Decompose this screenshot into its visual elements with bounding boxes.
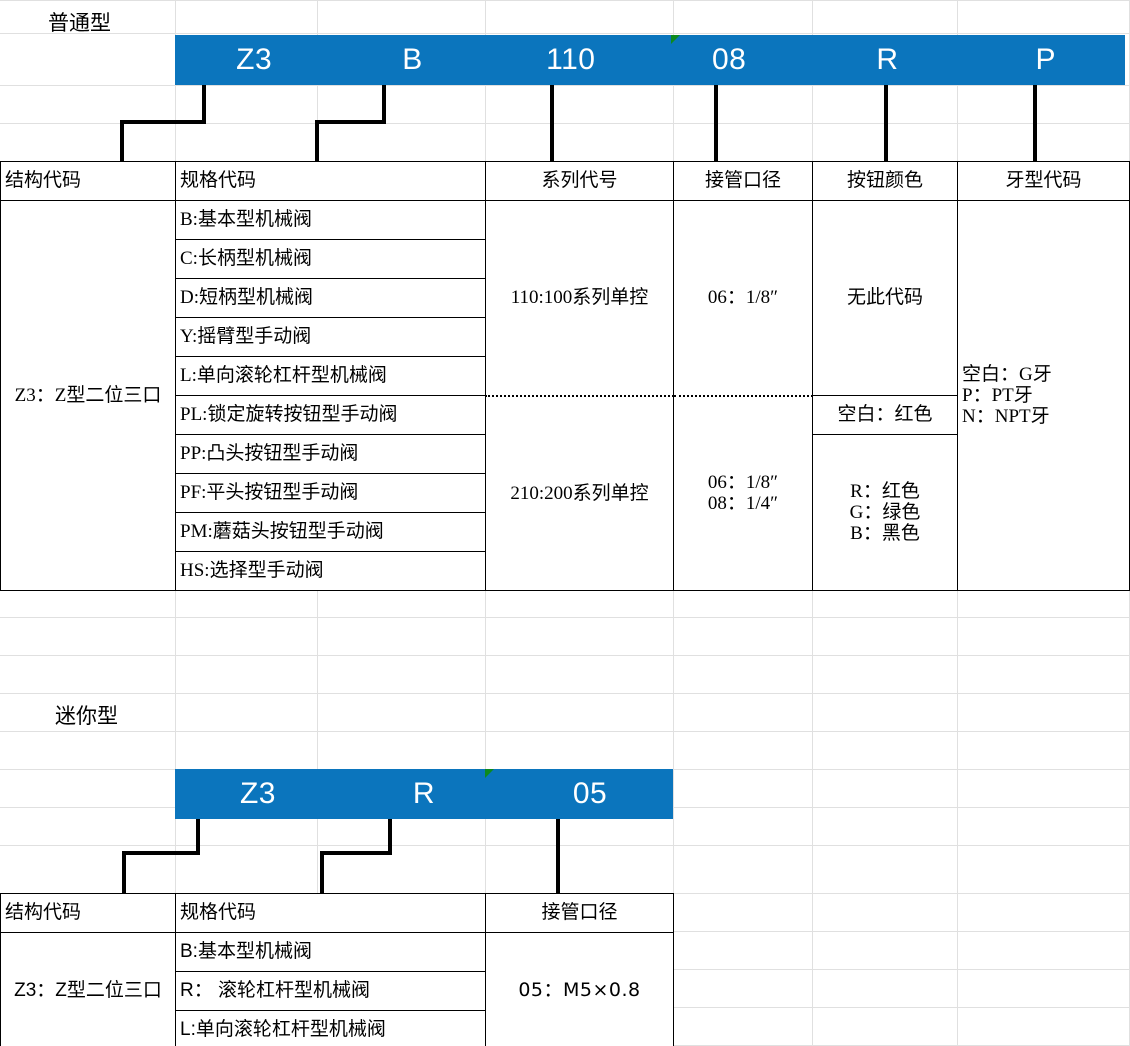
header-thread-code: 牙型代码 (957, 161, 1130, 201)
header-port-size: 接管口径 (673, 161, 813, 201)
cell-button-color-upper: 无此代码 (812, 200, 958, 396)
table-row: PM:蘑菇头按钮型手动阀 (1, 512, 1130, 552)
mini-model-table: 结构代码 规格代码 接管口径 Z3：Z型二位三口 B:基本型机械阀 05：M5×… (0, 893, 674, 1046)
button-color-option-1: R：红色 (850, 480, 920, 502)
code-bar-standard: Z3 B 110 08 R P (175, 35, 1125, 85)
header-button-color: 按钮颜色 (812, 161, 958, 201)
table-row: HS:选择型手动阀 (1, 551, 1130, 591)
table-row: PL:锁定旋转按钮型手动阀 210:200系列单控 06：1/8″ 08：1/4… (1, 394, 1130, 591)
code-segment-series: 110 (546, 43, 596, 76)
code-bar-mini: Z3 R 05 (175, 769, 673, 819)
header-spec-code: 规格代码 (175, 161, 486, 201)
table-row: PF:平头按钮型手动阀 (1, 473, 1130, 513)
port-size-line-1: 06：1/8″ (707, 471, 779, 493)
table-header-row: 结构代码 规格代码 系列代号 接管口径 按钮颜色 牙型代码 (0, 161, 1130, 201)
table-row: R： 滚轮杠杆型机械阀 (1, 971, 674, 1011)
cell-port-size-upper: 06：1/8″ (673, 200, 813, 396)
cell-button-color-blank: 空白：红色 (812, 395, 958, 435)
code-segment-spec: B (402, 43, 423, 76)
table-row: Z3：Z型二位三口 B:基本型机械阀 110:100系列单控 06：1/8″ 无… (0, 200, 1130, 591)
cell-structure-code-value: Z3：Z型二位三口 (0, 200, 176, 591)
section-caption-standard: 普通型 (48, 12, 111, 35)
cell-port-size-lower: 06：1/8″ 08：1/4″ (673, 394, 813, 591)
comment-marker-icon-mini (485, 769, 494, 778)
table-row: PP:凸头按钮型手动阀 R：红色 G：绿色 B：黑色 (1, 434, 1130, 591)
table-row: L:单向滚轮杠杆型机械阀 (1, 356, 1130, 396)
cell-mini-spec-code-0: B:基本型机械阀 (175, 932, 486, 972)
code-segment-mini-spec: R (412, 777, 436, 810)
cell-spec-code-8: PM:蘑菇头按钮型手动阀 (175, 512, 486, 552)
cell-spec-code-0: B:基本型机械阀 (175, 200, 486, 240)
cell-spec-code-2: D:短柄型机械阀 (175, 278, 486, 318)
code-segment-mini-structure: Z3 (239, 777, 276, 810)
header-mini-structure-code: 结构代码 (0, 893, 176, 933)
cell-spec-code-5: PL:锁定旋转按钮型手动阀 (175, 395, 486, 435)
table-row: Y:摇臂型手动阀 (1, 317, 1130, 357)
header-series-code: 系列代号 (485, 161, 674, 201)
cell-series-code-0: 110:100系列单控 (485, 200, 674, 396)
cell-mini-spec-code-1: R： 滚轮杠杆型机械阀 (175, 971, 486, 1011)
table-header-row: 结构代码 规格代码 接管口径 (0, 893, 674, 933)
code-segment-structure: Z3 (236, 43, 273, 76)
cell-spec-code-6: PP:凸头按钮型手动阀 (175, 434, 486, 474)
code-segment-button-color: R (876, 43, 899, 76)
section-caption-mini: 迷你型 (55, 705, 118, 728)
code-segment-port: 08 (711, 43, 747, 76)
cell-mini-spec-code-2: L:单向滚轮杠杆型机械阀 (175, 1010, 486, 1046)
button-color-option-3: B：黑色 (850, 523, 920, 545)
comment-marker-icon (671, 35, 680, 44)
standard-model-table: 结构代码 规格代码 系列代号 接管口径 按钮颜色 牙型代码 Z3：Z型二位三口 … (0, 161, 1130, 591)
header-mini-spec-code: 规格代码 (175, 893, 486, 933)
cell-spec-code-3: Y:摇臂型手动阀 (175, 317, 486, 357)
code-segment-thread: P (1035, 43, 1057, 76)
table-row: L:单向滚轮杠杆型机械阀 (1, 1010, 674, 1046)
cell-series-code-1: 210:200系列单控 (485, 394, 674, 591)
cell-spec-code-4: L:单向滚轮杠杆型机械阀 (175, 356, 486, 396)
table-row: C:长柄型机械阀 (1, 239, 1130, 279)
code-segment-mini-port: 05 (572, 777, 608, 810)
cell-spec-code-9: HS:选择型手动阀 (175, 551, 486, 591)
table-row: Z3：Z型二位三口 B:基本型机械阀 05：M5×0.8 (0, 932, 674, 1046)
thread-code-line-3: N：NPT牙 (962, 406, 1050, 428)
cell-mini-port-size: 05：M5×0.8 (485, 932, 674, 1046)
cell-thread-codes: 空白：G牙 P：PT牙 N：NPT牙 (957, 200, 1130, 591)
button-color-option-2: G：绿色 (849, 501, 921, 523)
cell-button-color-options: R：红色 G：绿色 B：黑色 (812, 434, 958, 591)
thread-code-line-2: P：PT牙 (962, 384, 1033, 406)
thread-code-line-1: 空白：G牙 (962, 363, 1052, 385)
header-mini-port-size: 接管口径 (485, 893, 674, 933)
cell-mini-structure-code-value: Z3：Z型二位三口 (0, 932, 176, 1046)
cell-spec-code-1: C:长柄型机械阀 (175, 239, 486, 279)
port-size-line-2: 08：1/4″ (707, 493, 779, 515)
header-structure-code: 结构代码 (0, 161, 176, 201)
cell-spec-code-7: PF:平头按钮型手动阀 (175, 473, 486, 513)
